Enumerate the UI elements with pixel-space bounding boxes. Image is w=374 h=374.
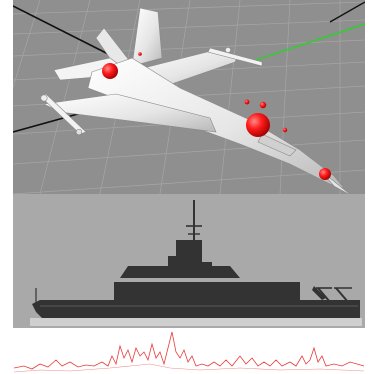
red-hotspot-marker-icon[interactable] bbox=[259, 101, 267, 109]
signal-trace-strip[interactable] bbox=[13, 328, 365, 374]
red-hotspot-marker-icon[interactable] bbox=[138, 52, 142, 56]
signal-strip-background bbox=[13, 328, 365, 374]
black-axis-line-lower bbox=[13, 111, 86, 133]
green-axis-line bbox=[249, 23, 365, 63]
red-hotspot-marker-icon[interactable] bbox=[282, 127, 288, 133]
waterline bbox=[30, 318, 362, 326]
signal-trace-echo bbox=[13, 363, 365, 373]
ship-silhouette-panel[interactable] bbox=[13, 194, 365, 328]
red-hotspot-marker-icon[interactable] bbox=[319, 168, 331, 180]
black-axis-line-right bbox=[329, 1, 365, 23]
red-hotspot-marker-icon[interactable] bbox=[246, 113, 270, 137]
black-axis-line bbox=[13, 5, 121, 61]
aircraft-3d-panel[interactable] bbox=[0, 0, 374, 196]
red-hotspot-marker-icon[interactable] bbox=[102, 63, 118, 79]
signal-trace-line bbox=[13, 331, 365, 370]
naval-ship-silhouette bbox=[32, 200, 360, 318]
red-hotspot-marker-icon[interactable] bbox=[244, 99, 250, 105]
